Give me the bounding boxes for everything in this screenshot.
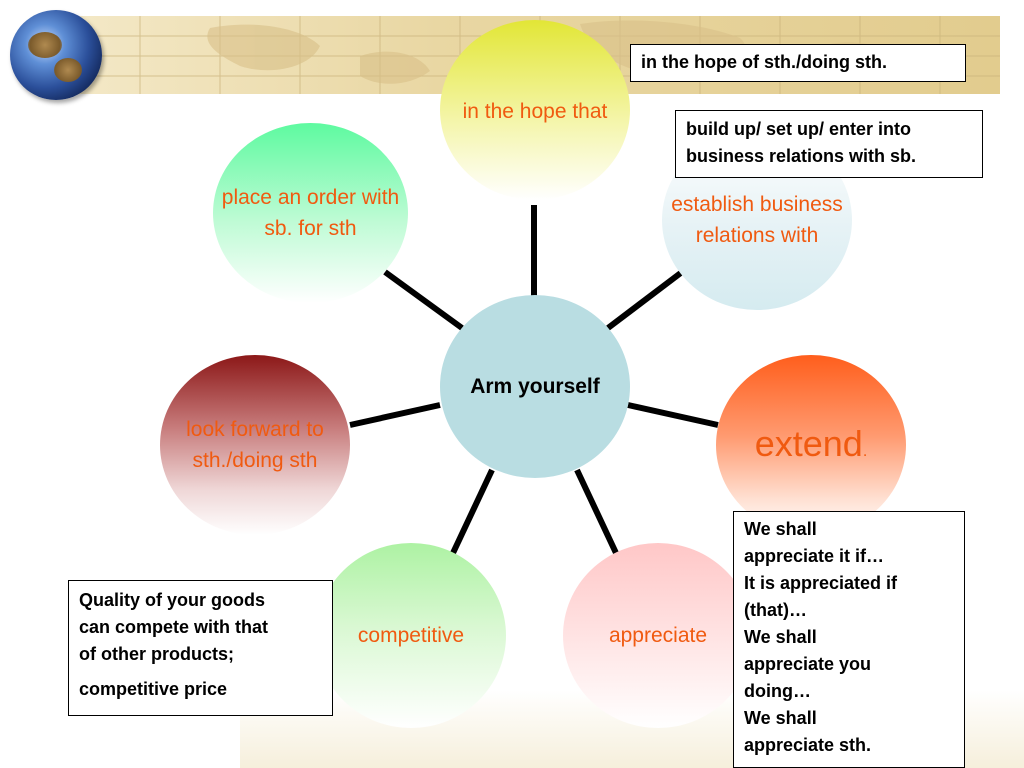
note-line: (that)… [744,600,807,620]
note-quality-of-goods: Quality of your goods can compete with t… [68,580,333,716]
note-build-up-relations: build up/ set up/ enter into business re… [675,110,983,178]
note-line: appreciate it if… [744,546,885,566]
connector-upper-right [606,269,684,331]
note-line: build up/ set up/ enter into [686,119,911,139]
bubble-label: appreciate [608,624,708,647]
connector-lower-left [450,468,495,555]
note-line: of other products; [79,644,234,664]
note-line: competitive price [79,679,228,699]
connector-lower-right [574,468,619,555]
bubble-label-line: look forward to [186,418,324,441]
note-line: We shall [744,627,817,647]
note-line: It is appreciated if [744,573,898,593]
connector-right [627,402,719,428]
note-in-the-hope-of: in the hope of sth./doing sth. [630,44,966,82]
bubble-label-suffix: . [862,442,868,460]
globe-icon [10,10,102,100]
note-line: appreciate you [744,654,872,674]
note-line: can compete with that [79,617,269,637]
center-label: Arm yourself [470,374,600,398]
bubble-place-an-order: place an order with sb. for sth [213,123,408,303]
bubble-look-forward-to: look forward to sth./doing sth [160,355,350,535]
connector-left [349,402,441,428]
bubble-label-line: relations with [695,224,819,247]
bubble-label-line: place an order with [221,186,400,209]
center-node: Arm yourself [440,295,630,478]
note-line: We shall [744,708,817,728]
connector-upper-left [383,269,464,331]
note-text: in the hope of sth./doing sth. [641,52,887,72]
bubble-appreciate: appreciate [563,543,753,728]
note-line: doing… [744,681,811,701]
bubble-label: extend [754,422,863,464]
bubble-label: in the hope that [462,100,608,123]
bubble-competitive: competitive [316,543,506,728]
bubble-label: competitive [357,624,465,647]
note-line: business relations with sb. [686,146,917,166]
bubble-label-line: sb. for sth [264,217,357,240]
note-line: appreciate sth. [744,735,872,755]
note-line: Quality of your goods [79,590,266,610]
note-we-shall-appreciate: We shall appreciate it if… It is appreci… [733,511,965,768]
bubble-in-the-hope-that: in the hope that [440,20,630,200]
bubble-label-line: establish business [671,193,843,216]
bubble-label-line: sth./doing sth [192,449,318,472]
note-line: We shall [744,519,817,539]
bubble-extend: extend. [716,355,906,535]
